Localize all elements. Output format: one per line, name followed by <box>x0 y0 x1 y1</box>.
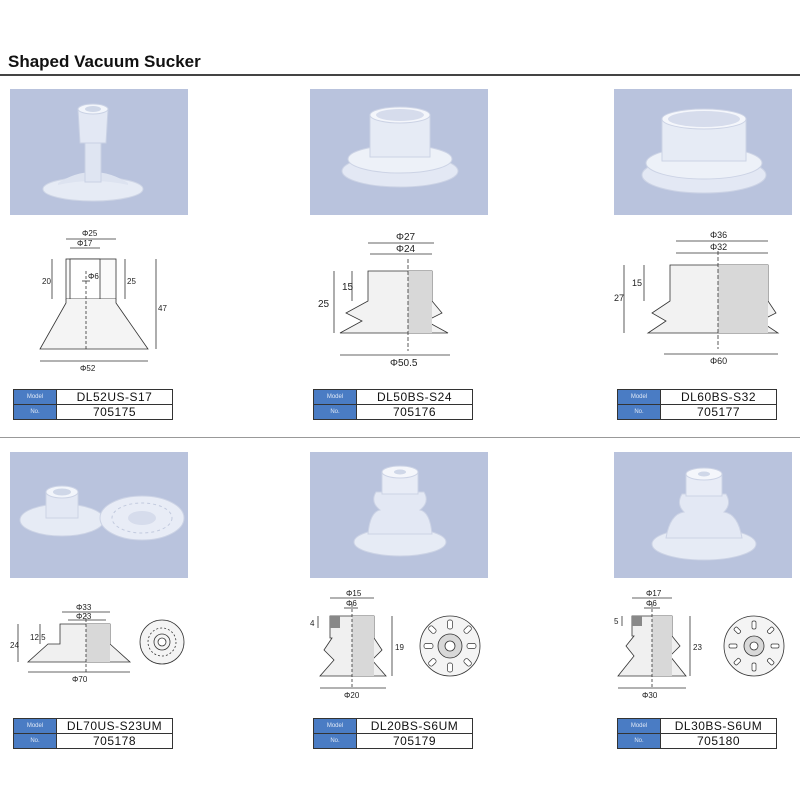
dimension-label: Φ32 <box>710 242 727 252</box>
no-label: No. <box>313 733 357 749</box>
dimension-label: Φ17 <box>77 239 93 248</box>
model-value: DL20BS-S6UM <box>356 718 473 734</box>
dimension-label: Φ6 <box>88 272 99 281</box>
no-label: No. <box>13 733 57 749</box>
model-label: Model <box>313 389 357 405</box>
dimension-label: 25 <box>127 277 136 286</box>
no-value: 705175 <box>56 404 173 420</box>
dimension-label: 24 <box>10 641 19 650</box>
dimension-label: Φ23 <box>76 612 92 621</box>
model-label: Model <box>313 718 357 734</box>
dimension-label: 12.5 <box>30 633 46 642</box>
dimension-label: 20 <box>42 277 51 286</box>
dimension-label: 27 <box>614 293 624 303</box>
spec-table: Model DL52US-S17 No. 705175 <box>13 389 173 420</box>
model-label: Model <box>13 389 57 405</box>
no-value: 705177 <box>660 404 777 420</box>
technical-drawing: Φ36 Φ32 15 27 Φ60 <box>614 221 794 376</box>
no-value: 705179 <box>356 733 473 749</box>
dimension-label: 5 <box>614 617 619 626</box>
no-label: No. <box>313 404 357 420</box>
dimension-label: Φ25 <box>82 229 98 238</box>
spec-table: Model DL60BS-S32 No. 705177 <box>617 389 777 420</box>
model-value: DL50BS-S24 <box>356 389 473 405</box>
dimension-label: 23 <box>693 643 702 652</box>
product-photo <box>10 89 188 215</box>
technical-drawing: Φ27 Φ24 15 25 Φ50.5 <box>310 221 490 376</box>
no-value: 705178 <box>56 733 173 749</box>
dimension-label: Φ52 <box>80 364 96 373</box>
dimension-label: Φ70 <box>72 675 88 684</box>
dimension-label: Φ6 <box>346 599 357 608</box>
technical-drawing: Φ15 Φ6 4 19 Φ20 <box>310 588 490 703</box>
model-value: DL70US-S23UM <box>56 718 173 734</box>
model-value: DL60BS-S32 <box>660 389 777 405</box>
dimension-label: Φ33 <box>76 603 92 612</box>
model-label: Model <box>617 389 661 405</box>
model-value: DL30BS-S6UM <box>660 718 777 734</box>
model-label: Model <box>13 718 57 734</box>
no-label: No. <box>13 404 57 420</box>
dimension-label: Φ27 <box>396 232 416 243</box>
dimension-label: Φ6 <box>646 599 657 608</box>
dimension-label: 47 <box>158 304 167 313</box>
row-divider <box>0 437 800 438</box>
spec-table: Model DL30BS-S6UM No. 705180 <box>617 718 777 749</box>
title-divider <box>0 74 800 76</box>
model-value: DL52US-S17 <box>56 389 173 405</box>
product-photo <box>310 452 488 578</box>
technical-drawing: Φ33 Φ23 12.5 24 Φ70 <box>10 600 190 690</box>
product-photo <box>310 89 488 215</box>
dimension-label: Φ17 <box>646 589 662 598</box>
dimension-label: Φ36 <box>710 230 727 240</box>
dimension-label: Φ50.5 <box>390 358 418 369</box>
product-photo <box>614 452 792 578</box>
no-label: No. <box>617 733 661 749</box>
spec-table: Model DL50BS-S24 No. 705176 <box>313 389 473 420</box>
product-photo <box>10 452 188 578</box>
no-value: 705176 <box>356 404 473 420</box>
product-photo <box>614 89 792 215</box>
no-value: 705180 <box>660 733 777 749</box>
no-label: No. <box>617 404 661 420</box>
dimension-label: Φ24 <box>396 244 416 255</box>
technical-drawing: Φ25 Φ17 Φ6 20 25 47 Φ52 <box>10 221 190 376</box>
model-label: Model <box>617 718 661 734</box>
dimension-label: Φ60 <box>710 356 727 366</box>
dimension-label: 19 <box>395 643 404 652</box>
dimension-label: Φ20 <box>344 691 360 700</box>
spec-table: Model DL20BS-S6UM No. 705179 <box>313 718 473 749</box>
dimension-label: Φ15 <box>346 589 362 598</box>
page-title: Shaped Vacuum Sucker <box>8 52 201 71</box>
dimension-label: 15 <box>342 282 354 293</box>
technical-drawing: Φ17 Φ6 5 23 Φ30 <box>614 588 794 703</box>
dimension-label: 15 <box>632 278 642 288</box>
dimension-label: 25 <box>318 299 330 310</box>
spec-table: Model DL70US-S23UM No. 705178 <box>13 718 173 749</box>
dimension-label: Φ30 <box>642 691 658 700</box>
dimension-label: 4 <box>310 619 315 628</box>
